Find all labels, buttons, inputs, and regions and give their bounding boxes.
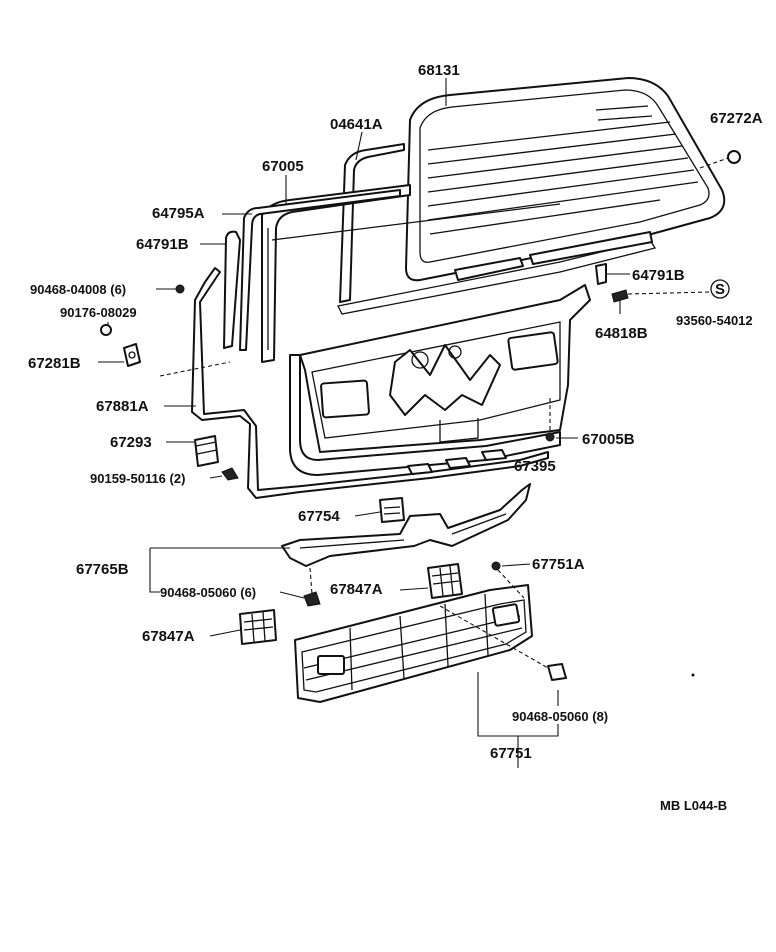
label-68131: 68131	[418, 62, 460, 79]
leader-lines	[98, 78, 729, 768]
label-67005B: 67005B	[582, 431, 635, 448]
fasteners	[100, 150, 741, 481]
trim-board-67751	[294, 584, 533, 703]
clip-67847A-top	[427, 563, 463, 599]
small-clips	[303, 561, 567, 681]
label-93560-54012: 93560-54012	[676, 313, 753, 328]
label-67293: 67293	[110, 434, 152, 451]
label-s-mark: S	[715, 281, 725, 298]
back-door-panel	[261, 184, 591, 476]
label-64791B-right: 64791B	[632, 267, 685, 284]
door-opening-weatherstrip	[191, 267, 549, 499]
label-67765B: 67765B	[76, 561, 129, 578]
window-weatherstrip	[337, 143, 657, 315]
part-labels: 68131 04641A 67272A 67005 64795A 64791B …	[28, 62, 763, 813]
label-67751A: 67751A	[532, 556, 585, 573]
label-90176-08029: 90176-08029	[60, 305, 137, 320]
bracket-67754	[379, 497, 405, 523]
label-90468-05060-8: 90468-05060 (8)	[512, 709, 608, 724]
stray-dot	[691, 673, 695, 677]
clip-67847A-left	[239, 609, 277, 645]
label-64791B-left: 64791B	[136, 236, 189, 253]
label-64795A: 64795A	[152, 205, 205, 222]
back-window-glass	[405, 77, 726, 282]
label-04641A: 04641A	[330, 116, 383, 133]
label-90159-50116: 90159-50116 (2)	[90, 471, 185, 486]
label-90468-04008: 90468-04008 (6)	[30, 282, 126, 297]
label-67395: 67395	[514, 458, 556, 475]
label-67272A: 67272A	[710, 110, 763, 127]
label-90468-05060-6: 90468-05060 (6)	[160, 585, 256, 600]
pads	[407, 449, 507, 475]
label-67754: 67754	[298, 508, 340, 525]
diagram-code: MB L044-B	[660, 798, 727, 813]
label-67881A: 67881A	[96, 398, 149, 415]
garnish-67765B	[281, 483, 531, 567]
label-67281B: 67281B	[28, 355, 81, 372]
label-64818B: 64818B	[595, 325, 648, 342]
label-67847A-top: 67847A	[330, 581, 383, 598]
side-weatherstrips	[223, 189, 653, 351]
label-67005: 67005	[262, 158, 304, 175]
label-67847A-left: 67847A	[142, 628, 195, 645]
label-67751: 67751	[490, 745, 532, 762]
